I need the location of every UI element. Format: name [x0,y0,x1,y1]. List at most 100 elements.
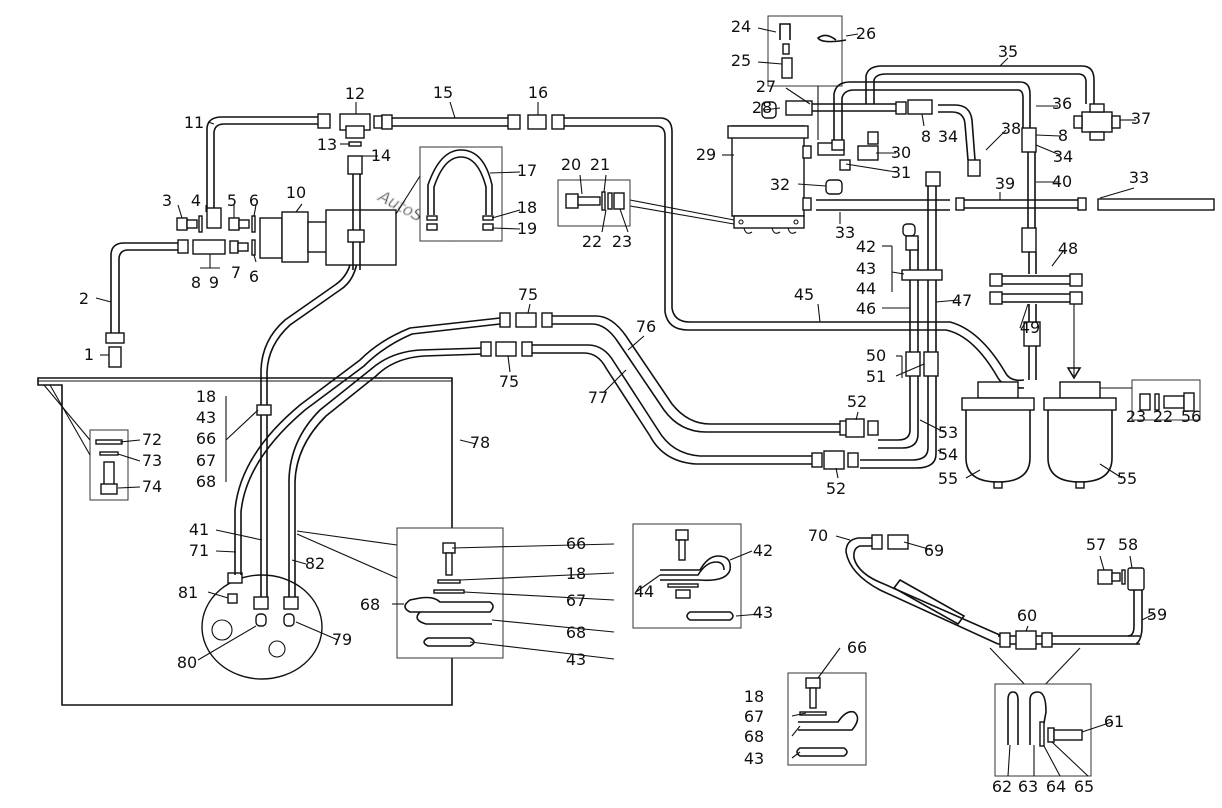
part-label-67: 67 [566,591,586,610]
part-label-68: 68 [566,623,586,642]
part-label-55: 55 [1117,469,1137,488]
part-label-61: 61 [1104,712,1124,731]
part-label-30: 30 [891,143,911,162]
part-label-75: 75 [499,372,519,391]
part-label-38: 38 [1001,119,1021,138]
pipe-15 [381,114,565,130]
part-label-79: 79 [332,630,352,649]
part-label-80: 80 [177,653,197,672]
part-label-76: 76 [636,317,656,336]
filter-pipes [761,65,1215,253]
part-label-51: 51 [866,367,886,386]
inset-61-65 [994,683,1092,777]
part-label-74: 74 [142,477,162,496]
part-label-33: 33 [1129,168,1149,187]
pipe-2 [105,239,189,368]
part-label-31: 31 [891,163,911,182]
part-label-62: 62 [992,777,1012,796]
part-label-6: 6 [249,191,259,210]
part-label-41: 41 [189,520,209,539]
part-label-10: 10 [286,183,306,202]
part-label-8: 8 [191,273,201,292]
part-label-57: 57 [1086,535,1106,554]
part-label-55: 55 [938,469,958,488]
pipes-75-77 [480,312,879,470]
pipes-46-47 [860,171,943,469]
part-label-35: 35 [998,42,1018,61]
part-label-18: 18 [517,198,537,217]
part-label-18: 18 [566,564,586,583]
part-label-69: 69 [924,541,944,560]
water-separator-right-55 [1043,381,1117,489]
water-separator-left-55 [961,381,1035,489]
fine-filter-29 [629,125,812,234]
part-label-36: 36 [1052,94,1072,113]
part-label-56: 56 [1181,407,1201,426]
pipe-11 [206,113,331,229]
part-label-29: 29 [696,145,716,164]
part-label-23: 23 [612,232,632,251]
prefilter-10 [259,156,433,270]
inset-72-74 [43,384,129,501]
tee-48-49 [989,252,1083,380]
part-label-2: 2 [79,289,89,308]
part-label-21: 21 [590,155,610,174]
part-label-70: 70 [808,526,828,545]
part-label-27: 27 [756,77,776,96]
part-label-5: 5 [227,191,237,210]
leader-lines [95,27,1155,777]
part-label-66: 66 [196,429,216,448]
part-label-12: 12 [345,84,365,103]
part-label-16: 16 [528,83,548,102]
part-label-43: 43 [196,408,216,427]
part-label-50: 50 [866,346,886,365]
part-label-82: 82 [305,554,325,573]
part-label-73: 73 [142,451,162,470]
part-label-66: 66 [566,534,586,553]
inset-clamp-42 [632,523,742,629]
part-label-23: 23 [1126,407,1146,426]
part-label-22: 22 [582,232,602,251]
part-label-53: 53 [938,423,958,442]
part-label-43: 43 [856,259,876,278]
part-label-75: 75 [518,285,538,304]
tank-pipes [234,254,501,597]
inset-24-26 [767,15,847,140]
part-label-77: 77 [588,388,608,407]
part-label-54: 54 [938,445,958,464]
part-label-48: 48 [1058,239,1078,258]
part-label-52: 52 [826,479,846,498]
part-label-32: 32 [770,175,790,194]
part-label-44: 44 [634,582,654,601]
part-label-43: 43 [744,749,764,768]
inset-clamp-bottom [787,672,867,766]
part-label-4: 4 [191,191,201,210]
part-label-59: 59 [1147,605,1167,624]
part-label-68: 68 [744,727,764,746]
part-label-52: 52 [847,392,867,411]
part-label-8: 8 [1058,126,1068,145]
fittings-3-9 [176,215,256,256]
part-label-39: 39 [995,174,1015,193]
inset-20-23 [557,179,631,227]
part-label-67: 67 [196,451,216,470]
part-label-13: 13 [317,135,337,154]
part-label-37: 37 [1131,109,1151,128]
part-label-25: 25 [731,51,751,70]
part-label-47: 47 [952,291,972,310]
part-label-3: 3 [162,191,172,210]
part-label-24: 24 [731,17,751,36]
part-label-43: 43 [566,650,586,669]
part-label-58: 58 [1118,535,1138,554]
part-label-1: 1 [84,345,94,364]
part-label-11: 11 [184,113,204,132]
part-label-63: 63 [1018,777,1038,796]
part-label-18: 18 [744,687,764,706]
fuel-tank [37,377,453,706]
part-label-7: 7 [231,263,241,282]
part-label-9: 9 [209,273,219,292]
part-label-42: 42 [753,541,773,560]
part-label-68: 68 [196,472,216,491]
